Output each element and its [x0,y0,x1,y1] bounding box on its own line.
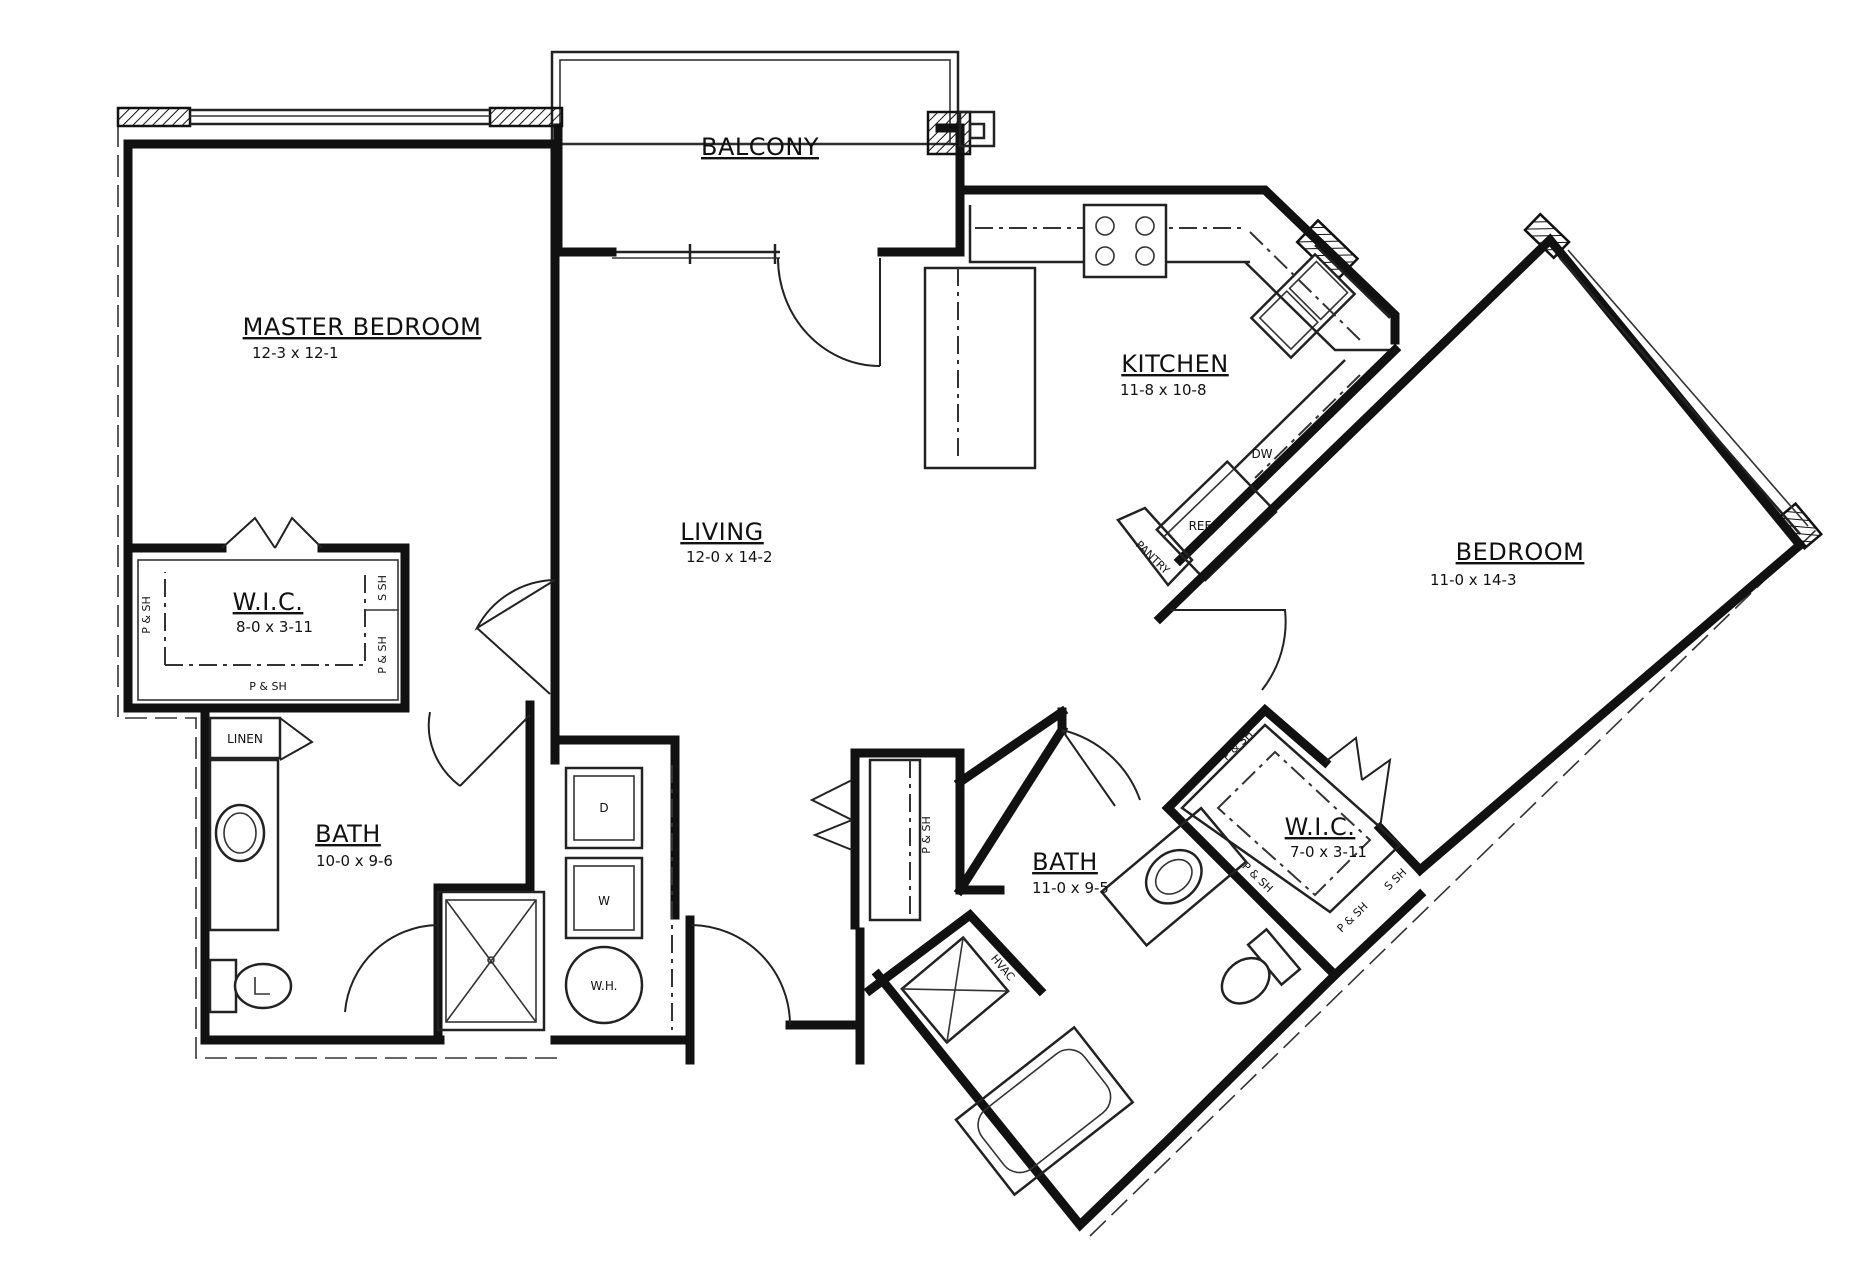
second-wic-shelf-label-bottom: P & SH [1335,900,1371,935]
kitchen: DW REF PANTRY KITCHEN 11-8 x 10-8 [923,185,1402,587]
kitchen-sink [1249,252,1357,360]
bedroom-label: BEDROOM [1456,538,1585,566]
second-bath-tub [954,1025,1135,1197]
kitchen-dims: 11-8 x 10-8 [1120,381,1207,399]
master-bath-label: BATH [315,820,381,848]
master-wic-shelf-label-right: P & SH [376,636,389,673]
bedroom-dims: 11-0 x 14-3 [1430,571,1517,589]
master-walk-in-closet: W.I.C. 8-0 x 3-11 P & SH P & SH S SH P &… [123,516,410,713]
exterior-outline [117,125,1817,1237]
cooktop [1082,203,1168,279]
second-wic-label: W.I.C. [1285,813,1356,841]
master-bath-shower [436,890,546,1032]
master-wic-shelf-label-right-top: S SH [376,575,389,601]
laundry: D W W.H. [550,575,695,1065]
master-bedroom: MASTER BEDROOM 12-3 x 12-1 [116,106,564,705]
living-dims: 12-0 x 14-2 [686,548,773,566]
master-wic-label: W.I.C. [233,588,304,616]
balcony: BALCONY [550,50,996,367]
hvac-unit [900,935,1010,1045]
kitchen-label: KITCHEN [1121,350,1229,378]
second-wic-shelf-label-right: S SH [1382,866,1410,893]
living-label: LIVING [680,518,764,546]
balcony-column [926,110,972,156]
refrigerator-label: REF [1189,519,1212,533]
second-bath-toilet [1220,927,1302,1005]
bedroom: BEDROOM 11-0 x 14-3 [1153,212,1824,877]
balcony-label: BALCONY [701,133,819,161]
dryer [564,766,644,850]
washer-label: W [598,894,610,908]
master-bedroom-dims: 12-3 x 12-1 [252,344,339,362]
master-bedroom-label: MASTER BEDROOM [243,313,482,341]
master-wic-shelf-label-left: P & SH [140,596,153,633]
second-walk-in-closet: W.I.C. 7-0 x 3-11 P & SH P & SH P & SH S… [1161,703,1427,982]
water-heater-label: W.H. [591,979,618,993]
second-bath-vanity [1099,806,1248,948]
master-bath-toilet [233,962,293,1010]
second-bath: P & SH HVAC BATH 11-0 x 9-5 [809,705,1342,1232]
second-bath-closet-shelf-label: P & SH [920,816,933,853]
dishwasher-label: DW [1251,447,1272,461]
master-bath-dims: 10-0 x 9-6 [316,852,393,870]
kitchen-island [923,266,1037,470]
second-wic-dims: 7-0 x 3-11 [1290,843,1367,861]
dryer-label: D [599,801,608,815]
washer [564,856,644,940]
pantry-label: PANTRY [1133,538,1172,577]
second-bath-dims: 11-0 x 9-5 [1032,879,1109,897]
water-heater [564,945,644,1025]
master-bath: LINEN BATH 10-0 x 9-6 [200,700,546,1045]
master-wic-dims: 8-0 x 3-11 [236,618,313,636]
second-bath-label: BATH [1032,848,1098,876]
living: LIVING 12-0 x 14-2 [474,247,865,1065]
master-wic-shelf-label-bottom: P & SH [249,680,286,693]
linen-label: LINEN [227,732,263,746]
